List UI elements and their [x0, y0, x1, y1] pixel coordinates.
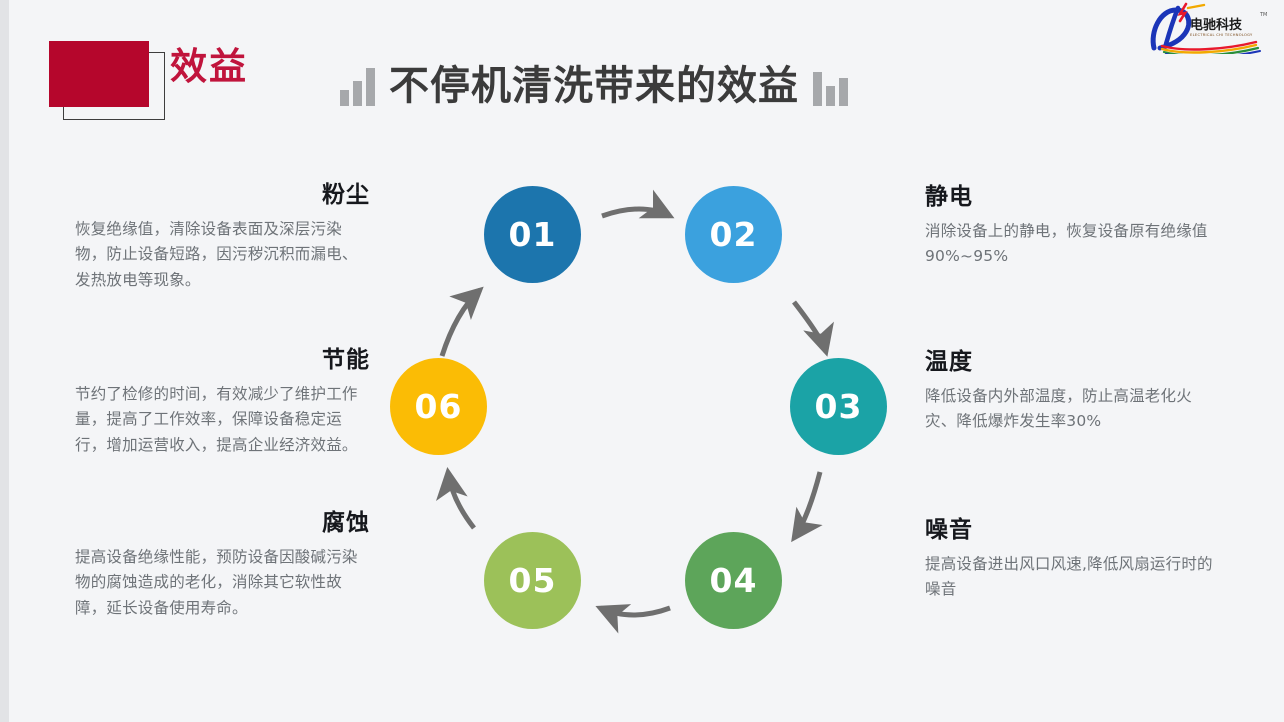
company-logo: 电驰科技 ELECTRICAL CHI TECHNOLOGY TM	[1144, 2, 1274, 59]
cycle-step-06[interactable]: 06	[390, 358, 487, 455]
logo-icon: 电驰科技 ELECTRICAL CHI TECHNOLOGY TM	[1150, 2, 1267, 59]
left-edge-strip	[0, 0, 9, 722]
text-block-static-body: 消除设备上的静电，恢复设备原有绝缘值90%~95%	[925, 222, 1208, 266]
bar-chart-icon-left	[340, 66, 375, 106]
text-block-energy-body: 节约了检修的时间，有效减少了维护工作量，提高了工作效率，保障设备稳定运行，增加运…	[75, 385, 358, 454]
arrow-06-to-01	[439, 286, 484, 357]
text-block-noise-body: 提高设备进出风口风速,降低风扇运行时的噪音	[925, 555, 1213, 599]
text-block-noise-heading: 噪音	[925, 517, 973, 543]
arrow-01-to-02	[601, 189, 675, 219]
text-block-dust: 粉尘 恢复绝缘值，清除设备表面及深层污染物，防止设备短路，因污秽沉积而漏电、发热…	[75, 182, 370, 293]
cycle-step-05[interactable]: 05	[484, 532, 581, 629]
page-title-row: 不停机清洗带来的效益	[340, 66, 848, 106]
cycle-arrows	[435, 189, 834, 634]
badge-red-shape	[49, 41, 149, 107]
cycle-diagram: 01 02 03 04 05 06	[370, 160, 910, 670]
text-block-noise: 噪音 提高设备进出风口风速,降低风扇运行时的噪音	[925, 517, 1220, 603]
cycle-step-01[interactable]: 01	[484, 186, 581, 283]
logo-trademark: TM	[1259, 12, 1267, 18]
arrow-04-to-05	[595, 604, 671, 634]
text-block-temperature: 温度 降低设备内外部温度，防止高温老化火灾、降低爆炸发生率30%	[925, 349, 1220, 435]
text-block-temperature-heading: 温度	[925, 349, 973, 375]
text-block-corrosion-body: 提高设备绝缘性能，预防设备因酸碱污染物的腐蚀造成的老化，消除其它软性故障，延长设…	[75, 548, 358, 617]
text-block-corrosion-heading: 腐蚀	[322, 510, 370, 536]
arrow-03-to-04	[791, 471, 823, 543]
bar-chart-icon-right	[813, 66, 848, 106]
logo-brand-en: ELECTRICAL CHI TECHNOLOGY	[1190, 33, 1253, 37]
text-block-dust-heading: 粉尘	[322, 182, 370, 208]
section-badge	[49, 41, 165, 120]
text-block-corrosion: 腐蚀 提高设备绝缘性能，预防设备因酸碱污染物的腐蚀造成的老化，消除其它软性故障，…	[75, 510, 370, 621]
text-block-energy: 节能 节约了检修的时间，有效减少了维护工作量，提高了工作效率，保障设备稳定运行，…	[75, 347, 370, 458]
arrow-02-to-03	[792, 300, 834, 357]
logo-brand-cn: 电驰科技	[1190, 17, 1243, 33]
cycle-step-03[interactable]: 03	[790, 358, 887, 455]
arrow-05-to-06	[435, 467, 476, 530]
text-block-dust-body: 恢复绝缘值，清除设备表面及深层污染物，防止设备短路，因污秽沉积而漏电、发热放电等…	[75, 220, 358, 289]
text-block-temperature-body: 降低设备内外部温度，防止高温老化火灾、降低爆炸发生率30%	[925, 387, 1192, 431]
cycle-step-02[interactable]: 02	[685, 186, 782, 283]
text-block-energy-heading: 节能	[322, 347, 370, 373]
text-block-static: 静电 消除设备上的静电，恢复设备原有绝缘值90%~95%	[925, 184, 1220, 270]
page-title: 不停机清洗带来的效益	[389, 63, 799, 109]
section-badge-label: 效益	[170, 45, 248, 88]
text-block-static-heading: 静电	[925, 184, 973, 210]
cycle-step-04[interactable]: 04	[685, 532, 782, 629]
